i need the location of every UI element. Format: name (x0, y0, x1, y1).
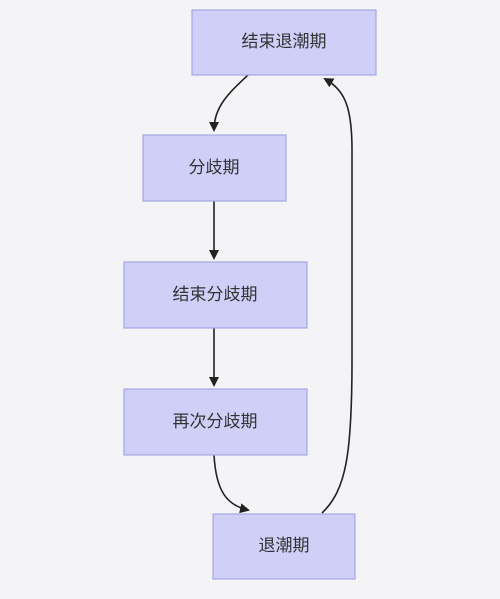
node-re-divergence: 再次分歧期 (123, 388, 308, 456)
edge-end-ebb-to-divergence (209, 74, 249, 132)
node-re-divergence-label: 再次分歧期 (173, 412, 258, 432)
node-end-ebb-label: 结束退潮期 (242, 32, 327, 52)
node-ebb-label: 退潮期 (259, 536, 310, 556)
node-divergence-label: 分歧期 (189, 158, 240, 178)
node-end-ebb: 结束退潮期 (191, 9, 377, 76)
edge-re-divergence-to-ebb (213, 454, 250, 514)
edge-ebb-to-end-ebb (321, 77, 353, 514)
node-divergence: 分歧期 (142, 134, 287, 202)
node-end-divergence-label: 结束分歧期 (173, 285, 258, 305)
node-end-divergence: 结束分歧期 (123, 261, 308, 329)
node-ebb: 退潮期 (212, 513, 356, 580)
